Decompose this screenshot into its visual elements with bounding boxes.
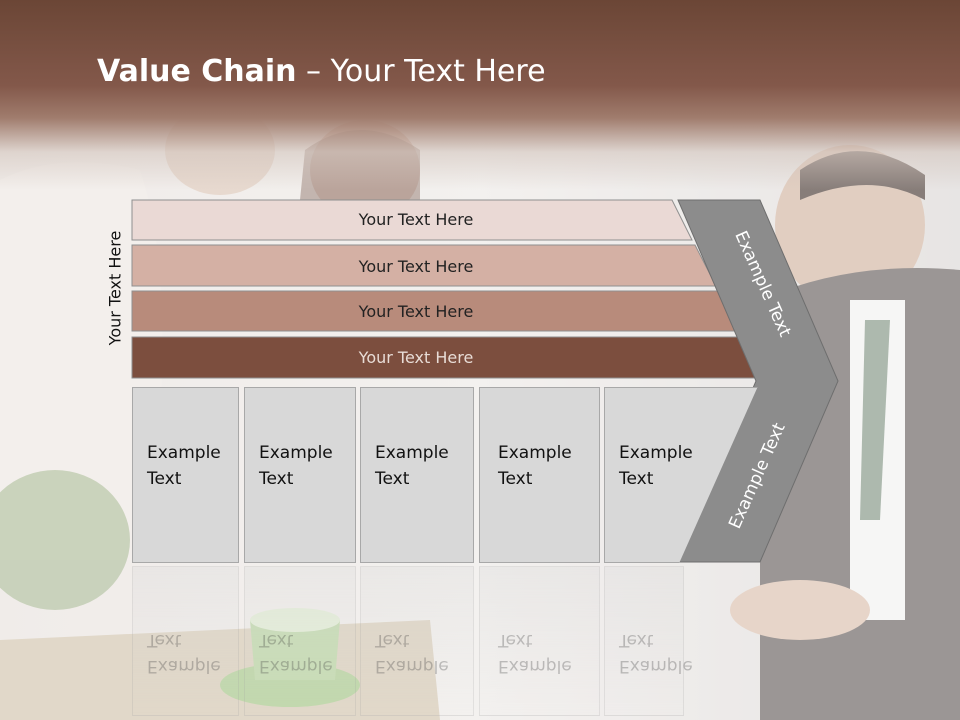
bar-1: Your Text Here <box>131 199 693 241</box>
slide-title-bold: Value Chain <box>97 54 297 89</box>
slide-title: Value Chain – Your Text Here <box>97 54 546 89</box>
example-box-1-line1: Example <box>147 443 221 463</box>
header-band <box>0 0 960 190</box>
example-box-2-line1: Example <box>259 443 333 463</box>
slide-title-rest: – Your Text Here <box>296 54 546 89</box>
bar-4-label: Your Text Here <box>358 348 474 367</box>
bar-3: Your Text Here <box>131 290 741 332</box>
example-box-3-line2: Text <box>375 469 410 489</box>
example-box-1-line2: Text <box>147 469 182 489</box>
example-box-5-line1: Example <box>619 443 693 463</box>
bar-2-label: Your Text Here <box>358 257 474 276</box>
bar-3-label: Your Text Here <box>358 302 474 321</box>
bar-4: Your Text Here <box>131 336 765 379</box>
example-box-2-line2: Text <box>259 469 294 489</box>
bar-2: Your Text Here <box>131 244 717 287</box>
example-box-3-line1: Example <box>375 443 449 463</box>
example-box-4-line1: Example <box>498 443 572 463</box>
bar-1-label: Your Text Here <box>358 210 474 229</box>
example-box-5-line2: Text <box>619 469 654 489</box>
example-box-4-line2: Text <box>498 469 533 489</box>
